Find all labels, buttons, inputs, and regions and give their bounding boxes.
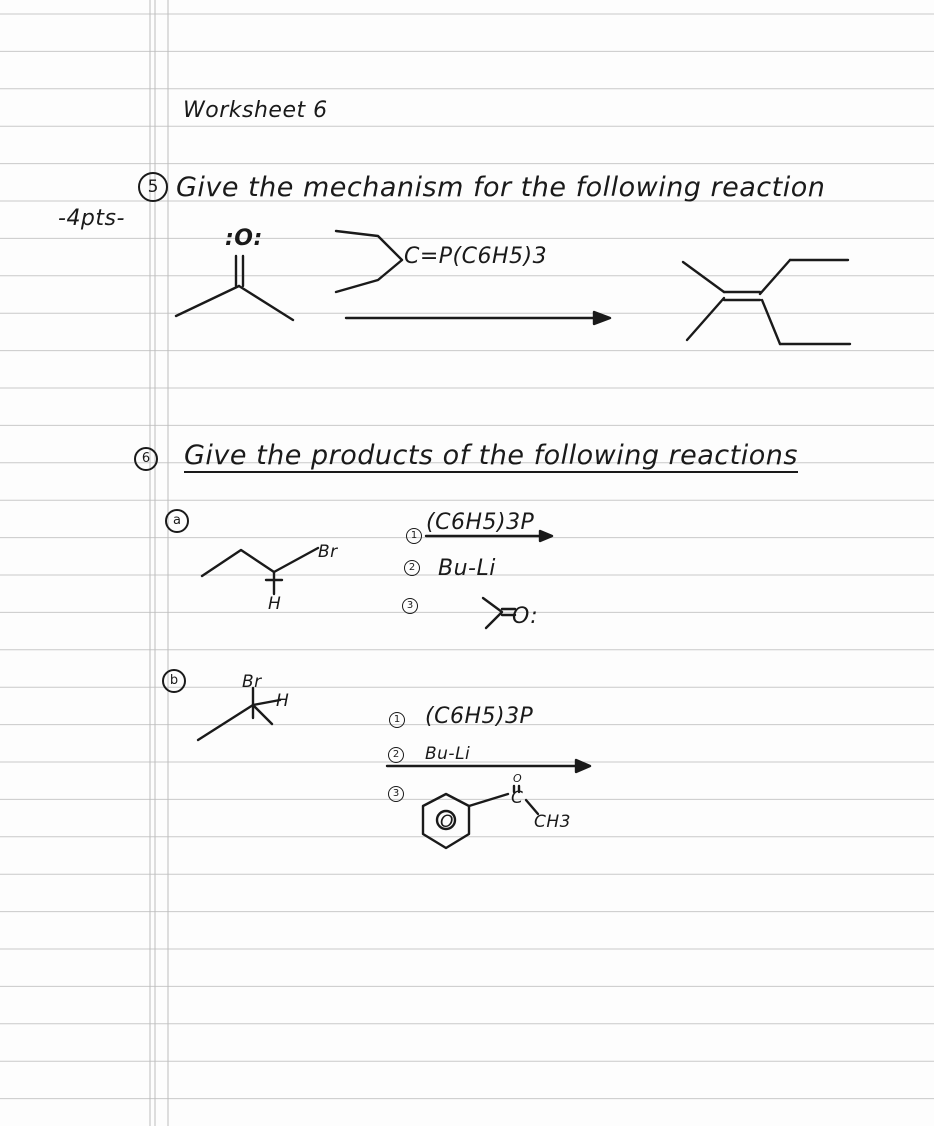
part-b-bromide-structure [196,686,282,742]
part-a-reaction-arrow [424,529,554,543]
part-b-carbonyl-c-label: C [511,788,524,808]
part-b-br-label: Br [242,672,262,692]
part-b-step-3-number: 3 [388,786,404,802]
part-a-step-3-number: 3 [402,598,418,614]
acetone-structure [174,254,295,322]
part-b-h-label: H [276,691,290,711]
ylide-structure [334,229,404,294]
question-5-prompt: Give the mechanism for the following rea… [176,172,826,203]
part-b-carbonyl-o-label: O [513,772,523,785]
part-a-label: a [165,509,189,533]
part-b-step-2-number: 2 [388,747,404,763]
alkene-product-structure [681,258,852,346]
part-a-step-2-number: 2 [404,560,420,576]
part-b-label: b [162,669,186,693]
part-a-step-1-number: 1 [406,528,422,544]
worksheet-title: Worksheet 6 [183,98,328,123]
points-label: -4pts- [58,206,125,231]
question-6-number: 6 [134,447,158,471]
part-a-alkyl-bromide-structure [200,546,320,596]
part-b-step-2-reagent: Bu-Li [425,744,471,764]
question-6-prompt: Give the products of the following react… [184,440,798,473]
reaction-arrow-q5 [344,310,612,326]
part-a-br-label: Br [318,542,338,562]
part-b-acetophenone-structure [421,784,540,850]
part-b-methyl-label: CH3 [534,812,571,832]
carbonyl-lone-pairs-label: :O: [225,226,263,251]
ylide-label: C=P(C6H5)3 [404,244,548,269]
part-a-step-1-reagent: (C6H5)3P [426,510,535,535]
part-a-carbonyl-label: O: [512,604,539,629]
part-a-h-label: H [268,594,282,614]
part-b-step-1-number: 1 [389,712,405,728]
part-b-step-1-reagent: (C6H5)3P [425,704,534,729]
question-5-number: 5 [138,172,168,202]
part-a-step-2-reagent: Bu-Li [438,556,496,581]
part-b-reaction-arrow [385,758,592,774]
part-a-acetone-structure [481,596,517,630]
